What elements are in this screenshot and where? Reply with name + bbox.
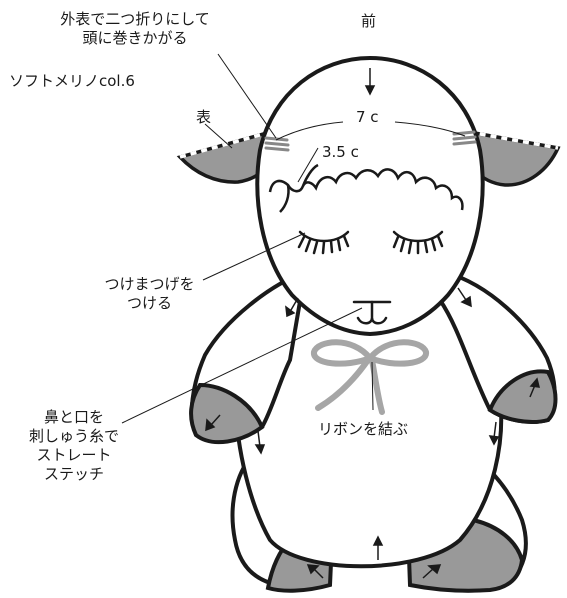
fold-note: 外表で二つ折りにして 頭に巻きかがる bbox=[40, 10, 230, 48]
fleece-curl-line bbox=[268, 168, 464, 211]
nose-note-line2: 刺しゅう糸で bbox=[28, 427, 119, 445]
width-7c-label: 7 c bbox=[356, 108, 379, 126]
nose-note-line3: ストレート bbox=[36, 446, 112, 464]
fold-note-line2: 頭に巻きかがる bbox=[82, 29, 188, 47]
head bbox=[255, 55, 485, 337]
ribbon bbox=[311, 339, 429, 415]
left-ear-stitches bbox=[264, 136, 290, 152]
eyelash-note-line1: つけまつげを bbox=[104, 275, 195, 293]
nose-mouth bbox=[352, 300, 392, 325]
eyelash-note-line2: つける bbox=[126, 294, 172, 312]
left-eye bbox=[297, 230, 350, 255]
leader-lines bbox=[121, 53, 466, 424]
front-label: 前 bbox=[361, 12, 377, 30]
right-paw-pad bbox=[487, 369, 558, 424]
nose-note-line4: ステッチ bbox=[43, 465, 104, 483]
fold-note-line1: 外表で二つ折りにして bbox=[60, 10, 210, 28]
width-3-5c-label: 3.5 c bbox=[322, 143, 359, 161]
nose-mouth-note: 鼻と口を 刺しゅう糸で ストレート ステッチ bbox=[14, 408, 134, 484]
right-eye bbox=[392, 230, 444, 255]
eyelash-note: つけまつげを つける bbox=[82, 275, 217, 313]
outer-side-label: 表 bbox=[196, 108, 212, 126]
nose-note-line1: 鼻と口を bbox=[43, 408, 104, 426]
yarn-label: ソフトメリノcol.6 bbox=[9, 72, 135, 90]
ribbon-label: リボンを結ぶ bbox=[318, 420, 409, 438]
direction-arrows bbox=[205, 68, 540, 579]
right-arm bbox=[437, 269, 558, 424]
